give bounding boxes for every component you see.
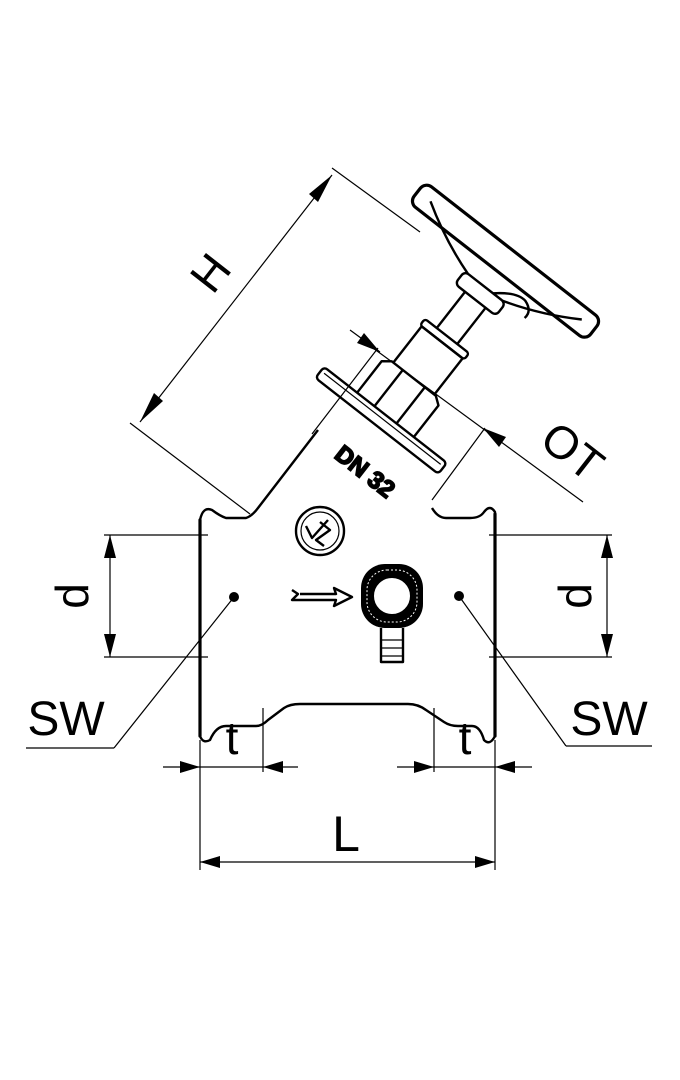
dimension-t-right: [397, 708, 532, 870]
dimension-d-left: [104, 534, 208, 658]
dimension-t-left-label: t: [226, 712, 239, 764]
dimension-l-label: L: [332, 806, 360, 862]
valve-body: [198, 429, 497, 744]
nominal-size-marking: DN 32: [330, 441, 400, 504]
dimension-t-right-label: t: [459, 712, 472, 764]
dimension-d-right-label: d: [549, 583, 601, 609]
handwheel: [410, 183, 601, 339]
manufacturer-logo: [294, 505, 346, 557]
dimension-ot-label: OT: [531, 411, 613, 491]
spindle-sleeve: [392, 325, 464, 396]
spindle: [435, 291, 487, 345]
wheel-hub: [455, 272, 505, 315]
bonnet-assembly: [315, 183, 601, 474]
test-port: [361, 564, 423, 664]
bonnet-flange: [315, 367, 447, 474]
leader-sw-right: [458, 595, 652, 747]
dimension-h-label: H: [180, 244, 241, 302]
dimension-d-right: [489, 534, 613, 658]
dimension-sw-left-label: SW: [27, 693, 105, 746]
flow-direction-arrow-icon: [290, 586, 354, 608]
dimension-d-left-label: d: [46, 583, 98, 609]
dimension-ot: [311, 329, 584, 503]
leader-sw-left: [26, 596, 235, 749]
dimension-t-left: [163, 708, 298, 870]
dimension-h: [129, 167, 421, 515]
dimension-sw-right-label: SW: [570, 693, 648, 746]
dimension-l: [200, 856, 495, 868]
